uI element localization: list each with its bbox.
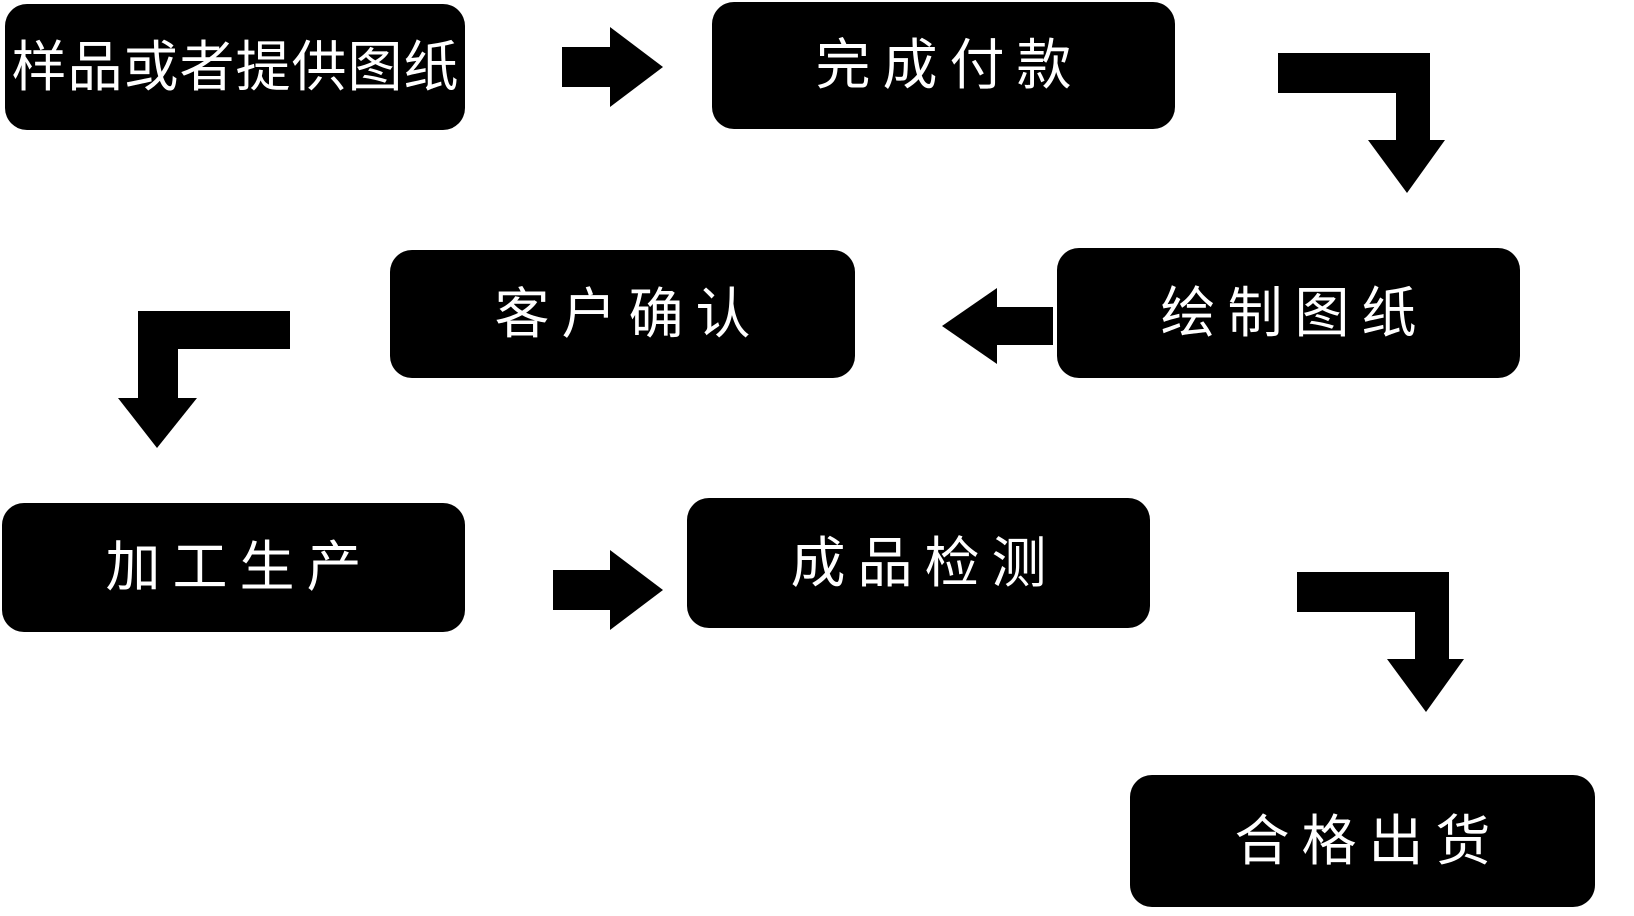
node-label: 合格出货 xyxy=(1234,808,1503,873)
flow-node-sample-or-drawing: 样品或者提供图纸 xyxy=(5,4,465,130)
arrow-right-icon xyxy=(553,550,663,630)
node-label: 完成付款 xyxy=(815,33,1084,97)
arrow-left-icon xyxy=(942,288,1053,364)
flow-node-complete-payment: 完成付款 xyxy=(712,2,1175,129)
elbow-arrow-left-down-icon xyxy=(118,311,290,448)
elbow-arrow-right-down-icon xyxy=(1297,572,1464,712)
node-label: 成品检测 xyxy=(790,530,1059,595)
node-label: 加工生产 xyxy=(105,535,374,599)
node-label: 客户确认 xyxy=(494,281,763,346)
flow-node-qualified-shipment: 合格出货 xyxy=(1130,775,1595,907)
node-label: 绘制图纸 xyxy=(1160,280,1429,345)
elbow-arrow-right-down-icon xyxy=(1278,53,1445,193)
flow-node-processing-production: 加工生产 xyxy=(2,503,465,632)
flow-node-draw-drawings: 绘制图纸 xyxy=(1057,248,1520,378)
arrow-right-icon xyxy=(562,27,663,107)
node-label: 样品或者提供图纸 xyxy=(11,34,460,99)
flow-node-finished-inspection: 成品检测 xyxy=(687,498,1150,628)
flow-node-customer-confirmation: 客户确认 xyxy=(390,250,855,378)
